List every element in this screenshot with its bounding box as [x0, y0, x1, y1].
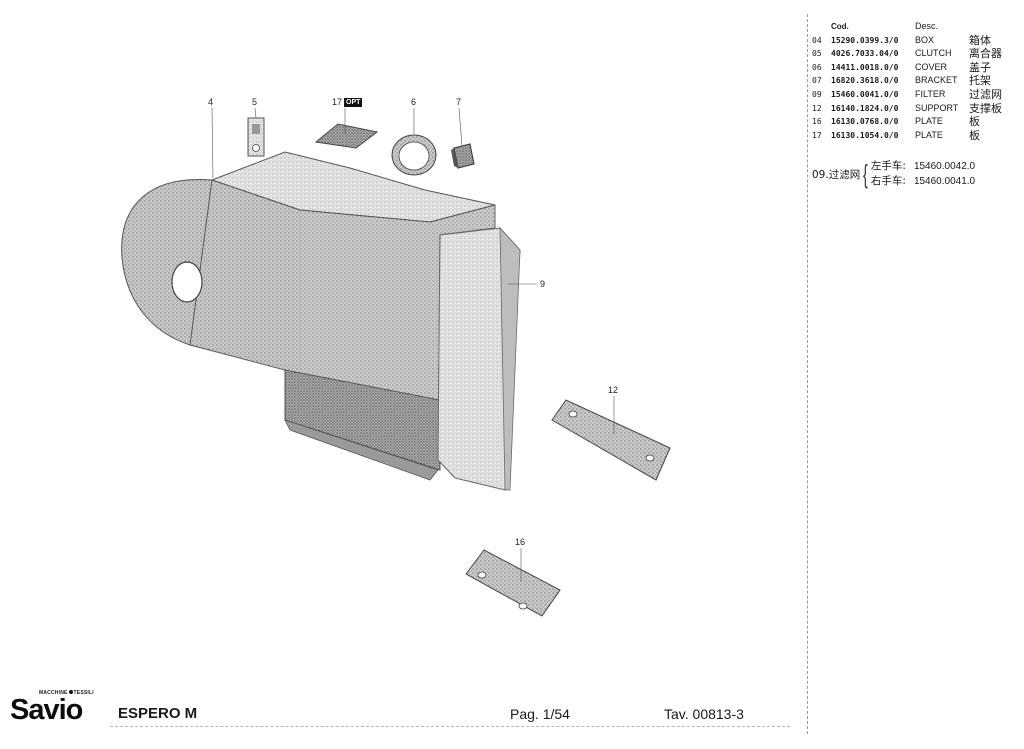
part-plate-17 [314, 123, 379, 149]
parts-list-header: Cod. Desc. [812, 20, 1002, 34]
machine-model: ESPERO M [118, 705, 198, 722]
logo-tag-right: TESSILI [73, 690, 94, 696]
part-description: FILTER [915, 88, 946, 99]
part-support [551, 399, 671, 481]
part-description: SUPPORT [915, 102, 959, 113]
header-code: Cod. [831, 22, 849, 31]
part-description: CLUTCH [915, 48, 952, 59]
brace-glyph: { [863, 159, 868, 189]
part-code: 15460.0041.0/0 [831, 89, 899, 99]
filter-note-right: 右手车: 15460.0041.0 [871, 174, 975, 189]
callout-9: 9 [540, 279, 545, 289]
part-position: 04 [812, 35, 822, 45]
header-description: Desc. [915, 21, 939, 31]
right-hand-label: 右手车: [870, 175, 906, 187]
callout-4: 4 [208, 97, 213, 107]
part-description-chinese: 离合器 [969, 47, 1002, 61]
logo-wordmark: Savio [10, 694, 83, 726]
parts-list-row: 05 4026.7033.04/0 CLUTCH 离合器 [812, 47, 1002, 61]
part-code: 16140.1824.0/0 [831, 103, 899, 113]
logo-dot-icon [68, 690, 73, 694]
part-plate-16 [465, 549, 561, 617]
part-cover [391, 134, 437, 176]
callout-5: 5 [252, 97, 257, 107]
header-position [812, 20, 831, 34]
callout-label: 12 [608, 385, 619, 395]
page-number: Pag. 1/54 [510, 706, 570, 722]
part-description-chinese: 板 [969, 115, 980, 129]
parts-list-row: 09 15460.0041.0/0 FILTER 过滤网 [812, 88, 1002, 102]
header-chinese [969, 20, 1002, 34]
parts-list-row: 16 16130.0768.0/0 PLATE 板 [812, 115, 1002, 129]
part-description: BRACKET [915, 75, 958, 86]
parts-list-row: 06 14411.0018.0/0 COVER 盖子 [812, 61, 1002, 75]
part-description-chinese: 托架 [969, 74, 991, 88]
callout-label: 5 [252, 97, 258, 107]
part-code: 15290.0399.3/0 [831, 35, 899, 45]
part-description: COVER [915, 61, 948, 72]
parts-list-row: 12 16140.1824.0/0 SUPPORT 支撑板 [812, 102, 1002, 116]
parts-list-row: 17 16130.1054.0/0 PLATE 板 [812, 129, 1002, 143]
part-position: 16 [812, 117, 822, 127]
footer-rule [110, 726, 790, 727]
parts-list-row: 07 16820.3618.0/0 BRACKET 托架 [812, 74, 1002, 88]
callout-12: 12 [608, 385, 618, 395]
part-description-chinese: 箱体 [969, 33, 991, 47]
leader-lines [211, 107, 615, 582]
callout-label: 9 [540, 279, 546, 289]
part-position: 07 [812, 76, 822, 86]
part-position: 17 [812, 130, 822, 140]
filter-note-left: 左手车: 15460.0042.0 [871, 159, 975, 174]
left-hand-label: 左手车: [870, 160, 906, 172]
part-position: 09 [812, 89, 822, 99]
callout-label: 7 [456, 97, 462, 107]
part-description-chinese: 板 [969, 128, 980, 142]
table-number: Tav. 00813-3 [664, 706, 744, 722]
savio-logo: MACCHINE TESSILI Savio [10, 690, 100, 726]
optional-badge: OPT [344, 98, 363, 107]
part-description-chinese: 盖子 [969, 60, 991, 74]
callout-16: 16 [515, 537, 525, 547]
part-position: 12 [812, 103, 822, 113]
right-hand-code: 15460.0041.0 [913, 176, 976, 187]
part-code: 16130.0768.0/0 [831, 117, 899, 127]
exploded-view-drawing [121, 107, 671, 617]
callout-label: 16 [515, 537, 526, 547]
filter-note-lines: 左手车: 15460.0042.0 右手车: 15460.0041.0 [871, 159, 975, 189]
part-code: 16820.3618.0/0 [831, 76, 899, 86]
part-bracket [451, 143, 475, 169]
part-description-chinese: 过滤网 [969, 87, 1002, 101]
callout-label: 17 [332, 97, 343, 107]
part-position: 05 [812, 49, 822, 59]
part-description: PLATE [915, 129, 943, 140]
filter-note-prefix: 09.过滤网 [812, 168, 861, 181]
callout-label: 4 [208, 97, 214, 107]
part-code: 4026.7033.04/0 [831, 49, 899, 59]
callout-label: 6 [411, 97, 417, 107]
left-hand-code: 15460.0042.0 [913, 161, 976, 172]
part-position: 06 [812, 62, 822, 72]
part-description: PLATE [915, 116, 943, 127]
part-description: BOX [915, 34, 935, 45]
column-divider [807, 14, 808, 734]
part-code: 16130.1054.0/0 [831, 130, 899, 140]
part-code: 14411.0018.0/0 [831, 62, 899, 72]
logo-tag-left: MACCHINE [39, 690, 68, 696]
logo-tagline: MACCHINE TESSILI [39, 690, 94, 696]
callout-6: 6 [411, 97, 416, 107]
parts-list-row: 04 15290.0399.3/0 BOX 箱体 [812, 34, 1002, 48]
part-filter [437, 226, 521, 491]
part-box [121, 151, 496, 481]
parts-list-table: Cod. Desc. 04 15290.0399.3/0 BOX 箱体 05 4026.7… [812, 20, 1002, 142]
filter-variant-note: 09.过滤网 { 左手车: 15460.0042.0 右手车: 15460.0041… [812, 159, 975, 189]
callout-7: 7 [456, 97, 461, 107]
part-description-chinese: 支撑板 [969, 101, 1002, 115]
part-clutch [247, 117, 265, 157]
